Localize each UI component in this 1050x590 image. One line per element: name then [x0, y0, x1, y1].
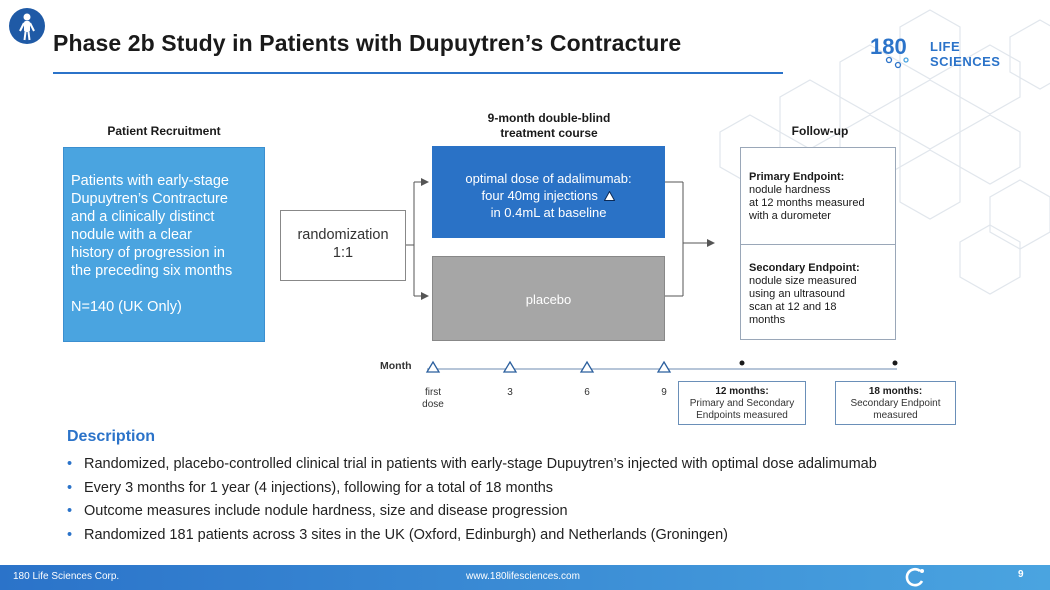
endpoints-box: Primary Endpoint: nodule hardness at 12 …	[740, 147, 896, 340]
brand-logo: 180 LIFE SCIENCES	[870, 30, 1030, 70]
footer-website[interactable]: www.180lifesciences.com	[466, 571, 580, 582]
drug-line2-text: four 40mg injections	[481, 188, 598, 203]
callout-12-line2: Endpoints measured	[696, 410, 788, 421]
placebo-label: placebo	[525, 292, 572, 307]
tick-line2: dose	[422, 399, 444, 410]
title-underline	[53, 72, 783, 74]
drug-line1: optimal dose of adalimumab:	[465, 171, 632, 186]
recruit-line: and a clinically distinct	[71, 209, 215, 225]
recruitment-box: Patients with early-stage Dupuytren’s Co…	[63, 147, 265, 342]
triangle-marker-icon	[604, 190, 616, 201]
drug-line2: four 40mg injections	[432, 187, 665, 204]
callout-18-months: 18 months: Secondary Endpoint measured	[835, 381, 956, 425]
primary-line: nodule hardness	[749, 184, 831, 196]
callout-18-line2: measured	[873, 410, 918, 421]
randomization-label: randomization	[297, 227, 389, 243]
page-title: Phase 2b Study in Patients with Dupuytre…	[53, 30, 682, 56]
treatment-arm-box: optimal dose of adalimumab: four 40mg in…	[432, 146, 665, 238]
list-item: •Randomized, placebo-controlled clinical…	[67, 456, 877, 472]
footer-logo-icon	[905, 567, 924, 587]
placebo-arm-box: placebo	[432, 256, 665, 341]
recruit-line: the preceding six months	[71, 263, 233, 279]
callout-18-title: 18 months:	[868, 386, 923, 397]
recruit-sample-size: N=140 (UK Only)	[71, 299, 182, 315]
primary-endpoint-title: Primary Endpoint:	[749, 171, 845, 183]
list-item-text: Every 3 months for 1 year (4 injections)…	[84, 479, 554, 496]
callout-18-line1: Secondary Endpoint	[850, 398, 941, 409]
callout-12-months: 12 months: Primary and Secondary Endpoin…	[678, 381, 806, 425]
footer-bar: 180 Life Sciences Corp. www.180lifescien…	[0, 565, 1050, 590]
callout-12-line1: Primary and Secondary	[689, 398, 795, 409]
recruit-line: Patients with early-stage	[71, 173, 229, 189]
secondary-line: nodule size measured	[749, 275, 857, 287]
secondary-endpoint-title: Secondary Endpoint:	[749, 262, 860, 274]
primary-line: with a durometer	[749, 210, 831, 222]
brand-number: 180	[870, 34, 907, 59]
primary-line: at 12 months measured	[749, 197, 865, 209]
timeline-tick-label: 9	[661, 387, 667, 398]
secondary-line: scan at 12 and 18	[749, 301, 837, 313]
header-treatment-course: 9-month double-blind treatment course	[433, 111, 665, 141]
list-item: •Randomized 181 patients across 3 sites …	[67, 526, 728, 543]
tick-line1: first	[424, 387, 442, 398]
timeline-tick-label: 3	[507, 387, 513, 398]
list-item-text: Randomized 181 patients across 3 sites i…	[84, 526, 728, 543]
timeline-tick-label: 6	[584, 387, 590, 398]
list-item: •Outcome measures include nodule hardnes…	[67, 503, 568, 519]
header-patient-recruitment: Patient Recruitment	[107, 124, 221, 138]
secondary-endpoint: Secondary Endpoint: nodule size measured…	[749, 262, 894, 327]
recruit-line: nodule with a clear	[71, 227, 192, 243]
timeline-month-label: Month	[380, 360, 412, 372]
list-item-text: Outcome measures include nodule hardness…	[84, 503, 568, 519]
header-follow-up: Follow-up	[791, 124, 849, 138]
recruit-line: Dupuytren’s Contracture	[71, 191, 228, 207]
brand-logo-icon	[885, 56, 909, 69]
header-treatment-course-line2: treatment course	[500, 126, 598, 140]
description-list: •Randomized, placebo-controlled clinical…	[67, 455, 877, 549]
timeline-tick-label: first dose	[413, 387, 453, 411]
secondary-line: months	[749, 314, 786, 326]
randomization-box: randomization 1:1	[280, 210, 406, 281]
primary-endpoint: Primary Endpoint: nodule hardness at 12 …	[749, 171, 894, 223]
page-number: 9	[1018, 569, 1024, 580]
brand-name: LIFE SCIENCES	[930, 39, 1001, 69]
randomization-ratio: 1:1	[332, 245, 354, 261]
description-title: Description	[67, 428, 156, 445]
secondary-line: using an ultrasound	[749, 288, 846, 300]
drug-line3: in 0.4mL at baseline	[490, 205, 607, 220]
person-skeleton-icon	[9, 8, 45, 44]
header-treatment-course-line1: 9-month double-blind	[487, 111, 611, 125]
recruit-line: history of progression in	[71, 245, 225, 261]
footer-company: 180 Life Sciences Corp.	[13, 571, 120, 582]
callout-12-title: 12 months:	[715, 386, 769, 397]
list-item-text: Randomized, placebo-controlled clinical …	[84, 456, 877, 472]
list-item: •Every 3 months for 1 year (4 injections…	[67, 479, 554, 496]
endpoint-divider	[741, 244, 895, 245]
